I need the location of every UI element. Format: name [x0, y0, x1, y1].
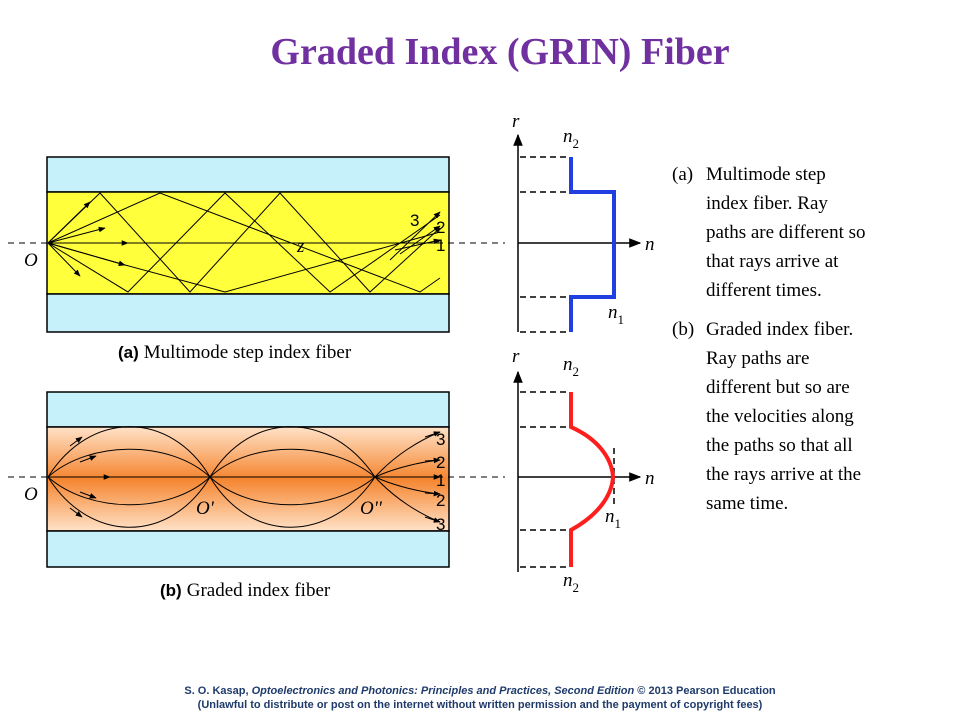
rays-b	[47, 426, 441, 528]
ray-label-2-top: 2	[436, 453, 445, 472]
caption-item-b: (b) Graded index fiber. Ray paths are di…	[672, 315, 872, 518]
caption-label-b: (b)	[672, 319, 695, 340]
n2-label-b-top: n2	[563, 354, 579, 379]
ray-label-3-top: 3	[436, 430, 445, 449]
copyright-footer: S. O. Kasap, Optoelectronics and Photoni…	[0, 684, 960, 712]
cladding-bottom-b	[46, 530, 450, 568]
n-label-b: n	[645, 468, 655, 489]
caption-panel: (a) Multimode step index fiber. Ray path…	[672, 160, 872, 528]
ray-label-3-a: 3	[410, 211, 419, 230]
cladding-top-b	[46, 391, 450, 428]
graded-index-fiber	[8, 391, 505, 568]
ray-label-2-a: 2	[436, 218, 445, 237]
step-index-fiber	[8, 156, 505, 333]
origin-label-b: O	[24, 484, 38, 505]
n2-label-a: n2	[563, 126, 579, 151]
graded-index-profile	[513, 370, 642, 572]
cladding-top-a	[46, 156, 450, 193]
caption-a: (a)Multimode step index fiber	[118, 342, 352, 363]
index-profile-b	[569, 392, 616, 567]
step-index-profile	[513, 133, 642, 333]
core-b	[46, 426, 450, 532]
rays-a	[47, 192, 441, 293]
footer-line-2: (Unlawful to distribute or post on the i…	[197, 699, 763, 711]
ray-label-2-bottom: 2	[436, 491, 445, 510]
r-label-b: r	[512, 346, 520, 367]
r-label-a: r	[512, 111, 520, 132]
cladding-bottom-a	[46, 293, 450, 333]
z-axis-label: z	[296, 236, 305, 257]
ray-label-3-bottom: 3	[436, 515, 445, 534]
caption-text-a: Multimode step index fiber. Ray paths ar…	[706, 164, 866, 301]
ray-label-1-b: 1	[436, 471, 445, 490]
n2-label-b-bottom: n2	[563, 570, 579, 595]
index-profile-a	[569, 157, 616, 332]
ray-3-a	[47, 192, 441, 293]
n1-label-a: n1	[608, 302, 624, 327]
caption-b: (b)Graded index fiber	[160, 580, 331, 601]
origin-label-a: O	[24, 250, 38, 271]
page-title: Graded Index (GRIN) Fiber	[270, 31, 730, 73]
n1-label-b: n1	[605, 506, 621, 531]
focus-label-1: O'	[196, 498, 215, 519]
focus-label-2: O''	[360, 498, 383, 519]
caption-item-a: (a) Multimode step index fiber. Ray path…	[672, 160, 872, 305]
ray-label-1-a: 1	[436, 236, 445, 255]
caption-label-a: (a)	[672, 164, 694, 185]
n-label-a: n	[645, 234, 655, 255]
caption-text-b: Graded index fiber. Ray paths are differ…	[706, 319, 862, 514]
footer-line-1: S. O. Kasap, Optoelectronics and Photoni…	[184, 685, 776, 697]
